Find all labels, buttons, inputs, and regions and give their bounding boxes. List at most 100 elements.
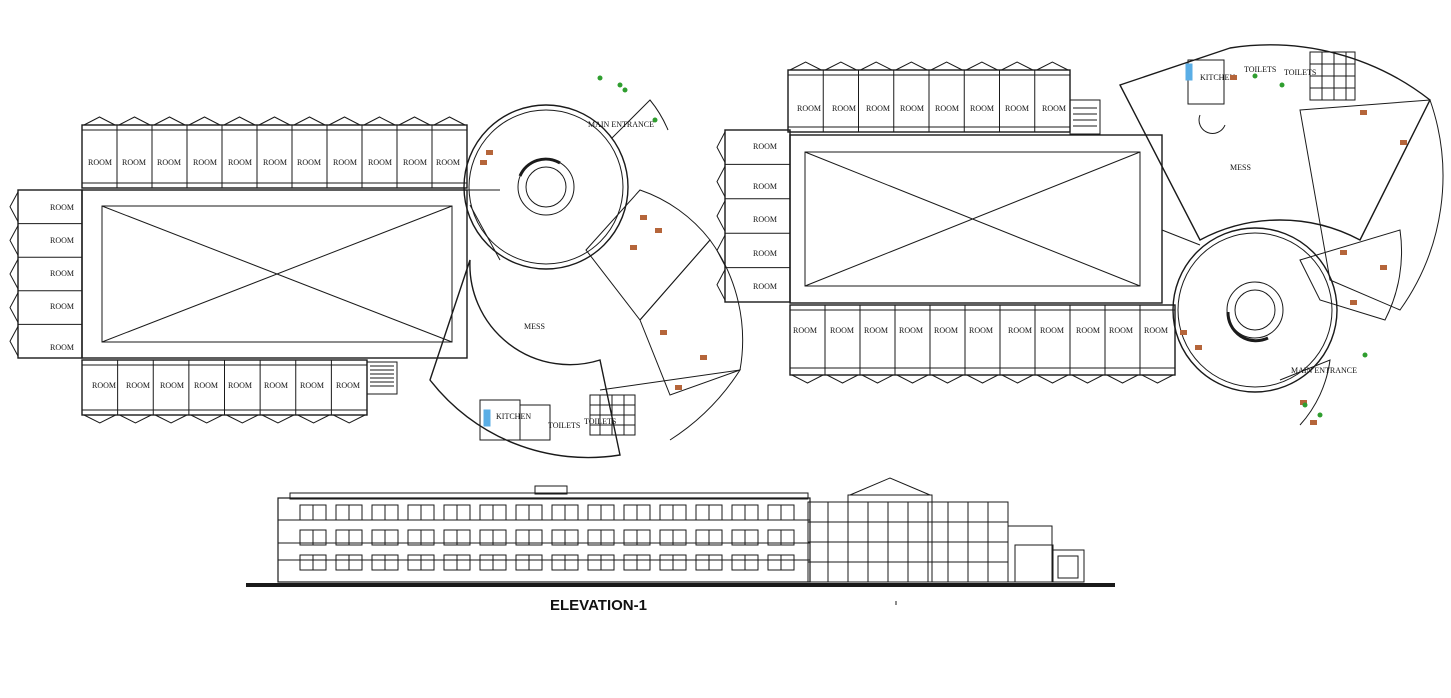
right-top-room-label: ROOM	[866, 104, 890, 113]
left-bottom-room-label: ROOM	[194, 381, 218, 390]
left-bottom-room-label: ROOM	[300, 381, 324, 390]
balcony-gable	[155, 414, 188, 424]
left-top-room-label: ROOM	[403, 158, 427, 167]
furniture-mark	[1360, 110, 1367, 115]
plant-mark	[1317, 412, 1323, 418]
balcony-gable	[966, 61, 998, 71]
balcony-gable	[1141, 374, 1174, 384]
balcony-gable	[716, 269, 726, 301]
balcony-gable	[716, 234, 726, 266]
right-toilets-label-2: TOILETS	[1284, 68, 1316, 77]
furniture-mark	[1350, 300, 1357, 305]
balcony-gable	[860, 61, 892, 71]
left-mess-label: MESS	[524, 322, 545, 331]
furniture-mark	[655, 228, 662, 233]
left-courtyard	[81, 189, 468, 359]
balcony-gable	[931, 374, 964, 384]
left-top-room-label: ROOM	[157, 158, 181, 167]
balcony-gable	[895, 61, 928, 71]
furniture-mark	[640, 215, 647, 220]
right-top-room-label: ROOM	[832, 104, 856, 113]
left-kitchen-label: KITCHEN	[496, 412, 531, 421]
right-mess-label: MESS	[1230, 163, 1251, 172]
balcony-gable	[118, 116, 151, 126]
left-bottom-room-label: ROOM	[160, 381, 184, 390]
plant-mark	[617, 82, 623, 88]
balcony-gable	[861, 374, 894, 384]
plant-mark	[652, 117, 658, 123]
balcony-gable	[328, 116, 361, 126]
furniture-mark	[1180, 330, 1187, 335]
balcony-gable	[223, 116, 256, 126]
furniture-mark	[630, 245, 637, 250]
balcony-gable	[226, 414, 259, 424]
left-top-room-label: ROOM	[333, 158, 357, 167]
furniture-mark	[1195, 345, 1202, 350]
balcony-gable	[83, 116, 116, 126]
plant-mark	[1362, 352, 1368, 358]
balcony-gable	[9, 292, 19, 323]
right-west-room-label: ROOM	[753, 182, 777, 191]
balcony-gable	[9, 258, 19, 290]
balcony-gable	[261, 414, 294, 424]
elevation-title: ELEVATION-1	[550, 597, 647, 614]
balcony-gable	[190, 414, 223, 424]
furniture-mark	[660, 330, 667, 335]
balcony-gable	[363, 116, 396, 126]
balcony-gable	[83, 414, 116, 424]
balcony-gable	[398, 116, 431, 126]
balcony-gable	[716, 166, 726, 198]
right-bottom-room-label: ROOM	[1008, 326, 1032, 335]
balcony-gable	[153, 116, 186, 126]
balcony-gable	[258, 116, 291, 126]
right-toilets-label-1: TOILETS	[1244, 65, 1276, 74]
balcony-gable	[1036, 61, 1069, 71]
balcony-gable	[1001, 374, 1034, 384]
right-west-room-label: ROOM	[753, 142, 777, 151]
furniture-mark	[1230, 75, 1237, 80]
left-floor-plan: ROOM ROOM ROOM ROOM ROOM ROOM ROOM ROOM ROOM ROOM…	[9, 99, 744, 459]
balcony-gable	[791, 374, 824, 384]
balcony-gable	[1071, 374, 1104, 384]
right-bottom-room-label: ROOM	[864, 326, 888, 335]
left-bottom-room-row	[81, 359, 398, 424]
furniture-mark	[1300, 400, 1307, 405]
left-west-room-label: ROOM	[50, 343, 74, 352]
left-top-room-label: ROOM	[88, 158, 112, 167]
right-west-room-label: ROOM	[753, 249, 777, 258]
right-bottom-room-label: ROOM	[1109, 326, 1133, 335]
furniture-mark	[1380, 265, 1387, 270]
plant-mark	[1252, 73, 1258, 79]
left-top-room-label: ROOM	[297, 158, 321, 167]
balcony-gable	[297, 414, 330, 424]
left-top-room-label: ROOM	[368, 158, 392, 167]
right-bottom-room-label: ROOM	[969, 326, 993, 335]
right-top-room-label: ROOM	[1042, 104, 1066, 113]
balcony-gable	[433, 116, 466, 126]
right-top-room-label: ROOM	[797, 104, 821, 113]
left-top-room-label: ROOM	[193, 158, 217, 167]
balcony-gable	[333, 414, 366, 424]
right-top-room-label: ROOM	[970, 104, 994, 113]
left-west-room-label: ROOM	[50, 269, 74, 278]
balcony-gable	[789, 61, 822, 71]
plant-mark	[1279, 82, 1285, 88]
right-bottom-room-label: ROOM	[830, 326, 854, 335]
right-floor-plan: ROOM ROOM ROOM ROOM ROOM ROOM ROOM ROOM ROOM ROOM…	[716, 44, 1444, 426]
balcony-gable	[896, 374, 929, 384]
furniture-mark	[1340, 250, 1347, 255]
right-top-room-label: ROOM	[1005, 104, 1029, 113]
plant-mark	[622, 87, 628, 93]
right-bottom-room-label: ROOM	[1040, 326, 1064, 335]
furniture-mark	[1310, 420, 1317, 425]
furniture-mark	[700, 355, 707, 360]
right-courtyard	[789, 134, 1163, 304]
balcony-gable	[716, 131, 726, 163]
balcony-gable	[188, 116, 221, 126]
left-circular-hall	[429, 99, 744, 459]
left-bottom-room-label: ROOM	[126, 381, 150, 390]
balcony-gable	[119, 414, 152, 424]
balcony-gable	[1001, 61, 1033, 71]
right-west-room-label: ROOM	[753, 282, 777, 291]
right-top-room-label: ROOM	[900, 104, 924, 113]
